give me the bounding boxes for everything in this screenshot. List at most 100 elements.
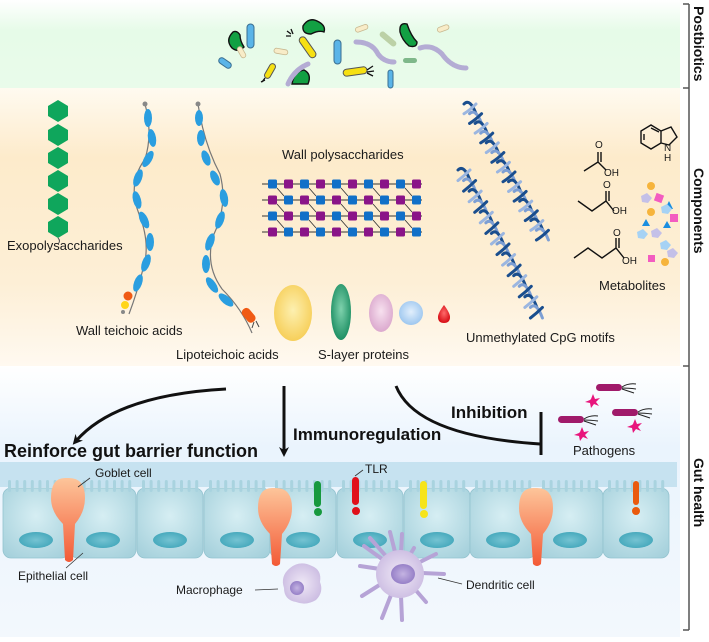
- sugar-unit: [348, 179, 357, 189]
- microvillus: [608, 480, 611, 492]
- microvillus: [595, 480, 599, 492]
- section-label-gut-health: Gut health: [691, 458, 707, 528]
- epithelial-cell: [203, 480, 271, 559]
- sugar-unit: [412, 211, 421, 221]
- microvillus: [646, 480, 649, 492]
- sugar-unit: [268, 179, 277, 189]
- microvillus: [164, 480, 168, 492]
- sugar-unit: [268, 195, 277, 205]
- bacterium-yellow: [264, 36, 368, 79]
- microvillus: [30, 480, 34, 492]
- macrophage: [282, 563, 322, 604]
- microvillus: [305, 480, 309, 492]
- dna-strand: [495, 160, 511, 174]
- microvillus: [290, 480, 294, 492]
- tlr-red: [352, 477, 360, 515]
- bacterium-blue-flagellated: [218, 23, 394, 89]
- label-pathogens: Pathogens: [573, 443, 636, 458]
- dna-strand: [478, 210, 494, 225]
- crosslink: [276, 203, 285, 213]
- sugar-unit: [380, 227, 389, 237]
- lumen-band: [0, 462, 677, 487]
- dna-strand: [506, 263, 522, 278]
- dna-strand: [534, 227, 550, 242]
- epithelial-cell: [69, 480, 137, 559]
- dna-strand: [484, 221, 500, 235]
- crosslink: [276, 219, 285, 229]
- dna-strand: [495, 242, 511, 257]
- dna-strand: [528, 304, 544, 320]
- bacterium-cream: [236, 24, 450, 59]
- epithelial-cell: [136, 480, 204, 559]
- goblet-cells: [51, 478, 553, 566]
- microvillus: [416, 480, 420, 492]
- sugar-unit: [268, 227, 277, 237]
- microvillus: [580, 480, 583, 492]
- crosslink: [340, 203, 349, 213]
- sugar-unit: [364, 195, 373, 205]
- tlr-green: [314, 481, 322, 516]
- label-reinforce-barrier: Reinforce gut barrier function: [4, 441, 259, 461]
- microvillus: [157, 480, 161, 492]
- sugar-unit: [284, 179, 293, 189]
- microvillus: [195, 480, 199, 492]
- nucleus: [420, 532, 454, 548]
- arrows: [72, 385, 543, 457]
- sugar-unit: [364, 227, 373, 237]
- microvillus: [653, 480, 657, 492]
- chem-oh-acetic: OH: [604, 168, 619, 179]
- metabolite-molecules: [573, 124, 678, 259]
- microvillus: [387, 480, 391, 492]
- sugar-unit: [380, 195, 389, 205]
- sugar-unit: [396, 227, 405, 237]
- microvillus: [490, 480, 494, 492]
- microvillus: [564, 480, 568, 492]
- microvillus: [187, 480, 191, 492]
- dna-strand: [501, 170, 517, 184]
- tlr-yellow: [420, 481, 428, 518]
- tlr-orange: [632, 481, 640, 515]
- microvillus: [549, 480, 553, 492]
- dna-strand: [523, 295, 539, 309]
- s-layer-proteins: [274, 284, 450, 341]
- barrier-arrow: [72, 387, 227, 445]
- nucleus: [286, 532, 320, 548]
- microvillus: [209, 480, 212, 492]
- microvillus: [380, 480, 383, 492]
- dna-strand: [512, 274, 528, 288]
- sugar-unit: [316, 227, 325, 237]
- crosslink: [308, 203, 317, 213]
- bacterium-chain: [285, 39, 469, 87]
- label-dendritic-cell: Dendritic cell: [466, 578, 535, 592]
- label-wall-teichoic-acids: Wall teichoic acids: [76, 323, 183, 338]
- chem-h-indole: H: [664, 153, 672, 164]
- section-label-postbiotics: Postbiotics: [691, 6, 707, 82]
- microvillus: [105, 480, 109, 492]
- sugar-unit: [284, 211, 293, 221]
- microvillus: [572, 480, 576, 492]
- bacterium-olive: [379, 31, 417, 63]
- microvillus: [431, 480, 435, 492]
- nucleus: [486, 532, 520, 548]
- crosslink: [308, 187, 317, 197]
- microvillus: [497, 480, 501, 492]
- label-goblet-cell: Goblet cell: [95, 466, 152, 480]
- sugar-unit: [380, 211, 389, 221]
- microvillus: [454, 480, 458, 492]
- microvillus: [349, 480, 353, 492]
- epithelial-cell: [602, 480, 670, 559]
- section-bracket: [683, 3, 690, 631]
- label-inhibition: Inhibition: [451, 403, 528, 422]
- microvillus: [180, 480, 183, 492]
- pathogens: [558, 383, 653, 441]
- microvillus: [482, 480, 486, 492]
- sugar-unit: [396, 211, 405, 221]
- crosslink: [340, 187, 349, 197]
- microvillus: [113, 480, 116, 492]
- microvillus: [623, 480, 627, 492]
- exopolysaccharide-chain: [48, 100, 68, 245]
- sugar-unit: [316, 211, 325, 221]
- microvillus: [282, 480, 286, 492]
- dna-strand: [468, 112, 484, 125]
